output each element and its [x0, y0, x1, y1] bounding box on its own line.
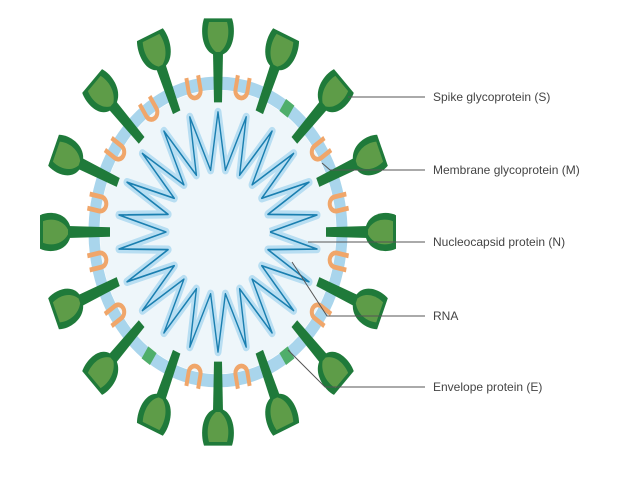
spike-head-highlight	[270, 33, 294, 67]
spike-head-highlight	[368, 219, 393, 245]
spike-stem	[326, 225, 368, 239]
membrane-protein-u	[184, 363, 203, 390]
envelope-protein-block	[279, 98, 295, 118]
spike-protein	[202, 361, 234, 446]
label-rna: RNA	[433, 309, 459, 323]
spike-stem	[316, 277, 359, 307]
spike-protein	[291, 320, 354, 395]
membrane-protein-u	[138, 94, 160, 122]
envelope-protein-block	[141, 346, 157, 366]
spike-head-highlight	[207, 412, 229, 442]
spike-head-highlight	[355, 141, 384, 170]
membrane-protein-u	[103, 302, 127, 328]
envelope-protein	[141, 346, 157, 366]
spike-protein	[136, 349, 181, 436]
membrane-protein	[138, 94, 160, 122]
envelope-protein	[279, 346, 295, 366]
spike-protein	[291, 69, 354, 144]
spike-protein	[202, 18, 234, 103]
spike-stem	[108, 100, 145, 144]
spike-stem	[291, 100, 328, 144]
spike-protein	[82, 320, 145, 395]
spike-head-highlight	[142, 33, 166, 67]
spike-head-highlight	[142, 397, 166, 431]
membrane-protein	[184, 74, 203, 101]
spike-protein	[48, 134, 120, 187]
spike-head-highlight	[322, 75, 349, 107]
membrane-protein	[327, 250, 350, 273]
spike-protein	[326, 213, 396, 251]
spike-stem	[68, 225, 110, 239]
spike-head-highlight	[52, 141, 81, 170]
membrane-protein	[184, 363, 203, 390]
leader-line-membrane	[321, 162, 425, 171]
leader-line-rna	[291, 261, 425, 317]
spike-protein	[40, 213, 110, 251]
rna-strand	[118, 111, 318, 353]
spike-stem	[77, 157, 120, 187]
label-nucleocapsid-protein: Nucleocapsid protein (N)	[433, 235, 566, 249]
spike-protein	[255, 28, 300, 115]
spike-stem	[155, 63, 181, 115]
spike-head-highlight	[87, 75, 114, 107]
spike-stem	[213, 361, 223, 412]
spike-protein	[316, 134, 388, 187]
label-membrane-glycoprotein: Membrane glycoprotein (M)	[433, 163, 580, 177]
spike-stem	[213, 51, 223, 103]
membrane-protein	[327, 191, 350, 214]
envelope-protein-block	[279, 346, 295, 366]
spike-head-highlight	[87, 357, 114, 389]
membrane-protein-u	[327, 191, 350, 214]
membrane-protein	[233, 363, 252, 390]
spike-protein	[48, 277, 120, 330]
membrane-protein-u	[309, 136, 333, 162]
spike-stem	[108, 320, 145, 364]
spike-stem	[291, 320, 328, 364]
spike-stem	[155, 349, 181, 401]
membrane-protein-u	[103, 136, 127, 162]
membrane-protein-u	[233, 74, 252, 101]
spike-protein	[136, 28, 181, 115]
spike-head-highlight	[43, 219, 68, 245]
membrane-protein	[103, 136, 127, 162]
spike-head-highlight	[322, 357, 349, 389]
spike-head-highlight	[207, 21, 229, 52]
spike-stem	[255, 63, 281, 115]
membrane-protein	[103, 302, 127, 328]
membrane-protein-u	[86, 250, 109, 273]
membrane-protein-u	[233, 363, 252, 390]
membrane-protein-u	[184, 74, 203, 101]
leader-lines	[287, 96, 425, 388]
membrane-protein-u	[86, 191, 109, 214]
membrane-protein	[86, 191, 109, 214]
label-envelope-protein: Envelope protein (E)	[433, 380, 543, 394]
leader-line-envelope	[287, 349, 425, 388]
spike-protein	[82, 69, 145, 144]
spike-head-highlight	[270, 397, 294, 431]
spike-stem	[316, 157, 359, 187]
membrane-protein	[309, 136, 333, 162]
spike-protein	[255, 349, 300, 436]
membrane-protein-u	[327, 250, 350, 273]
envelope-protein	[279, 98, 295, 118]
label-spike-glycoprotein: Spike glycoprotein (S)	[433, 90, 551, 104]
membrane-protein	[233, 74, 252, 101]
membrane-protein	[86, 250, 109, 273]
spike-stem	[77, 277, 120, 307]
nucleocapsid	[115, 107, 321, 357]
spike-head-highlight	[52, 294, 81, 323]
spike-stem	[255, 349, 281, 401]
